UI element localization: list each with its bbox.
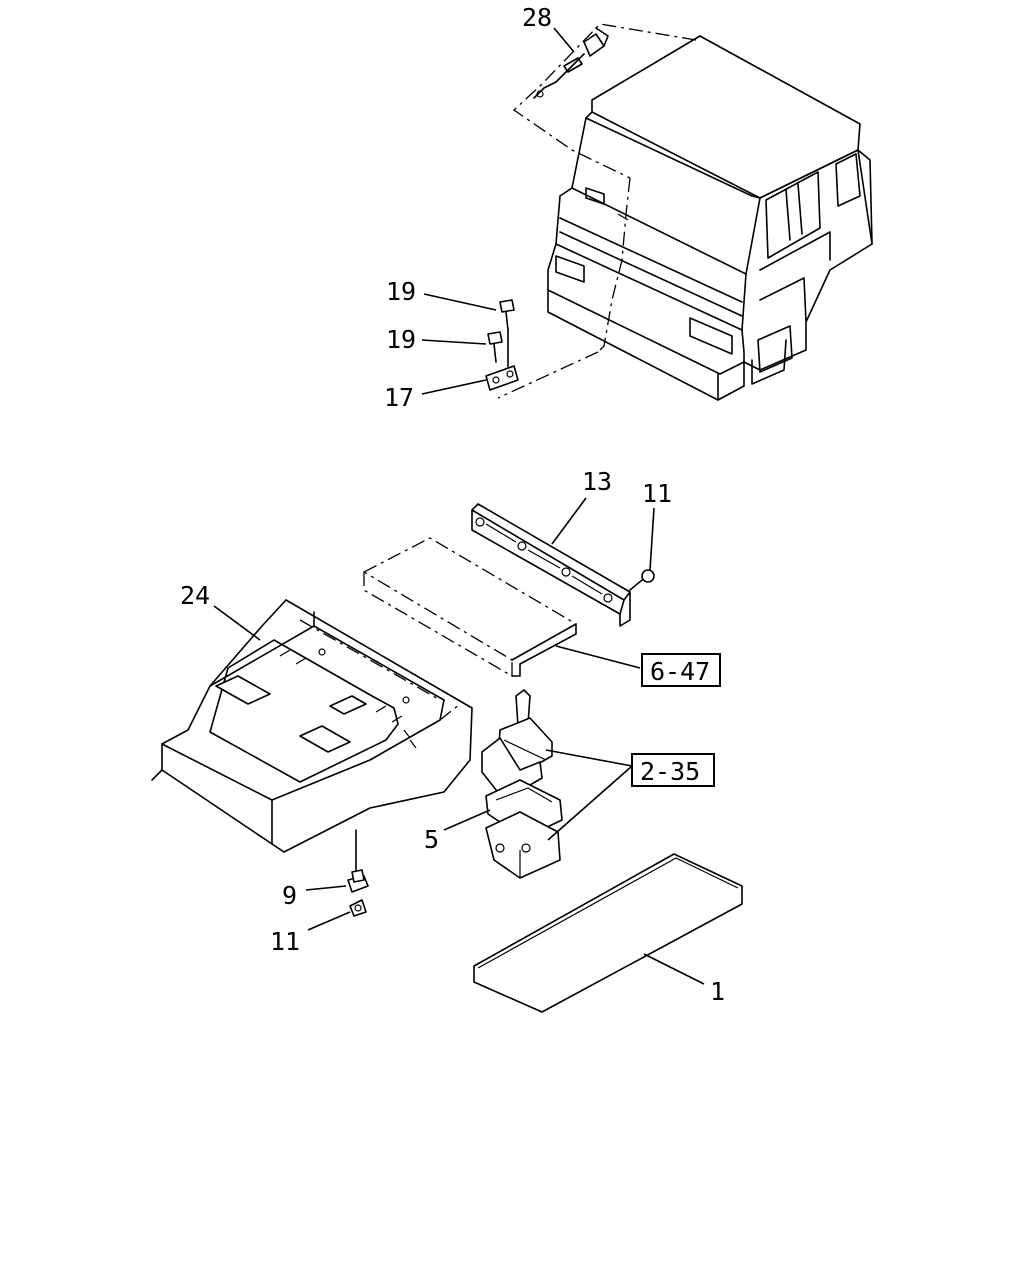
callout-2-35: 2-35	[640, 757, 700, 786]
part-1-pad	[473, 853, 743, 1013]
part-28-release-cable	[533, 27, 609, 99]
locator-lines-cab	[497, 23, 697, 399]
callout-1: 1	[710, 977, 725, 1006]
part-9-bolt	[347, 829, 369, 893]
callout-9: 9	[282, 881, 297, 910]
truck-cab	[547, 35, 873, 401]
callout-24: 24	[180, 581, 210, 610]
callout-13: 13	[582, 467, 612, 496]
part-11-nut-upper	[629, 569, 655, 591]
leader-lines	[213, 27, 705, 985]
callout-19-upper: 19	[386, 277, 416, 306]
part-17-bracket	[485, 329, 519, 391]
callout-11-upper: 11	[642, 479, 672, 508]
callout-19-lower: 19	[386, 325, 416, 354]
part-13-rail	[471, 503, 631, 627]
callout-11-lower: 11	[270, 927, 300, 956]
callout-5: 5	[424, 825, 439, 854]
callout-28: 28	[522, 3, 552, 32]
shift-boot-assembly	[481, 689, 563, 879]
callout-17: 17	[384, 383, 414, 412]
ref-box-6-47	[641, 653, 721, 687]
callout-6-47: 6-47	[650, 657, 710, 686]
part-11-nut-lower	[349, 899, 367, 917]
ref-box-2-35	[631, 753, 715, 787]
part-19-bolts	[487, 299, 515, 363]
panel-6-47	[362, 537, 578, 678]
part-24-floor-panel	[151, 599, 473, 853]
